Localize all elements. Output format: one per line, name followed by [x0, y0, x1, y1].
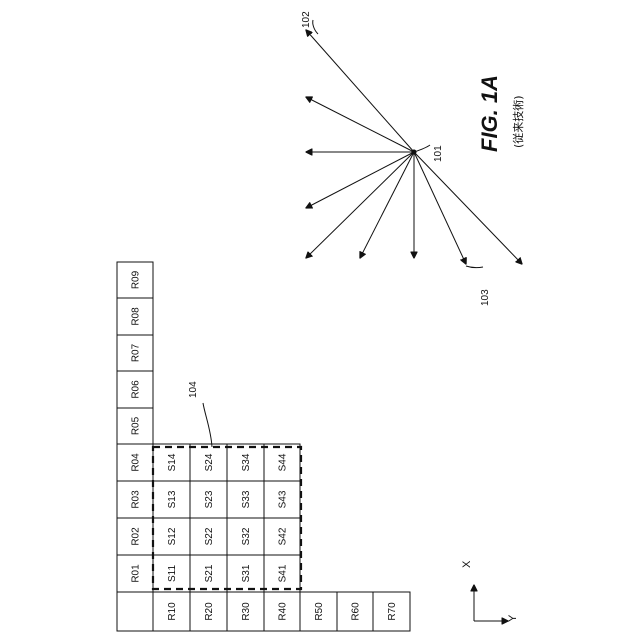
subarray-cell-s34-label: S34: [241, 453, 252, 471]
subarray-cell-s44-label: S44: [278, 453, 289, 471]
region-leader-line: [203, 403, 212, 447]
ray-102-leader: [313, 20, 318, 34]
col-header-r50-label: R50: [314, 602, 325, 621]
figure-title: FIG. 1A: [477, 75, 502, 152]
row-header-r03: R03: [117, 481, 153, 518]
subarray-cell-s41-label: S41: [278, 564, 289, 582]
col-header-r50: R50: [300, 592, 337, 631]
region-ref-label: 104: [188, 381, 199, 398]
subarray-cell-s13: S13: [153, 481, 190, 518]
row-header-r07-label: R07: [131, 343, 142, 362]
subarray-cell-s43-label: S43: [278, 490, 289, 508]
row-header-r08: R08: [117, 298, 153, 335]
col-header-r60: R60: [337, 592, 373, 631]
col-header-r70: R70: [373, 592, 410, 631]
col-header-r60-label: R60: [351, 602, 362, 621]
row-header-r02: R02: [117, 518, 153, 555]
subarray-cell-s41: S41: [264, 555, 300, 592]
row-header-r03-label: R03: [131, 490, 142, 509]
subarray-cell-s14: S14: [153, 444, 190, 481]
row-header-r06-label: R06: [131, 380, 142, 399]
col-header-r20-label: R20: [204, 602, 215, 621]
subarray-cell-s23: S23: [190, 481, 227, 518]
col-header-r40-label: R40: [278, 602, 289, 621]
subarray-cell-s12: S12: [153, 518, 190, 555]
subarray-cell-s22-label: S22: [204, 527, 215, 545]
subarray-cell-s21: S21: [190, 555, 227, 592]
row-header-r04-label: R04: [131, 453, 142, 472]
subarray-cell-s44: S44: [264, 444, 300, 481]
row-header-r05: R05: [117, 408, 153, 444]
x-axis-label: X: [461, 560, 473, 568]
col-header-r30: R30: [227, 592, 264, 631]
subarray-cell-s24-label: S24: [204, 453, 215, 471]
col-header-r30-label: R30: [241, 602, 252, 621]
subarray-cell-s11-label: S11: [167, 565, 178, 582]
corner-cell: [117, 592, 153, 631]
subarray-cell-s23-label: S23: [204, 490, 215, 508]
row-header-r07: R07: [117, 335, 153, 371]
origin-ref-label: 101: [433, 145, 444, 162]
subarray-cell-s32-label: S32: [241, 527, 252, 545]
col-header-r10-label: R10: [167, 602, 178, 621]
subarray-cell-s22: S22: [190, 518, 227, 555]
subarray-cell-s34: S34: [227, 444, 264, 481]
row-header-r05-label: R05: [131, 416, 142, 435]
col-header-r40: R40: [264, 592, 300, 631]
subarray-cell-s21-label: S21: [204, 564, 215, 582]
row-header-r06: R06: [117, 371, 153, 408]
origin-leader-line: [414, 145, 430, 152]
subarray-cell-s11: S11: [153, 555, 190, 592]
col-header-r70-label: R70: [387, 602, 398, 621]
subarray-cell-s33-label: S33: [241, 490, 252, 508]
subarray-cell-s33: S33: [227, 481, 264, 518]
row-header-r02-label: R02: [131, 527, 142, 546]
subarray-cell-s13-label: S13: [167, 490, 178, 508]
subarray-cell-s42-label: S42: [278, 527, 289, 545]
row-header-r09: R09: [117, 262, 153, 298]
subarray-cell-s32: S32: [227, 518, 264, 555]
beam-ray-2: [306, 97, 414, 152]
subarray-cell-s31: S31: [227, 555, 264, 592]
subarray-cell-s14-label: S14: [167, 453, 178, 471]
subarray-cell-s42: S42: [264, 518, 300, 555]
ray-103-leader: [466, 266, 483, 268]
row-header-r08-label: R08: [131, 307, 142, 326]
row-header-r01-label: R01: [131, 564, 142, 583]
beam-ray-5: [306, 152, 414, 258]
subarray-cell-s12-label: S12: [167, 527, 178, 545]
beam-ray-9: [414, 152, 522, 264]
row-header-r09-label: R09: [131, 270, 142, 289]
axis-indicator: X Y: [461, 560, 519, 622]
beam-ray-8: [414, 152, 466, 264]
figure-subtitle: (従来技術): [512, 95, 525, 148]
ray-ref-bottom: 103: [480, 289, 491, 306]
beam-ray-1: [306, 30, 414, 152]
col-header-r10: R10: [153, 592, 190, 631]
beam-ray-4: [306, 152, 414, 208]
col-header-r20: R20: [190, 592, 227, 631]
subarray-cell-s31-label: S31: [241, 564, 252, 582]
subarray-cell-s24: S24: [190, 444, 227, 481]
row-header-r01: R01: [117, 555, 153, 592]
beam-ray-6: [360, 152, 414, 258]
row-header-r04: R04: [117, 444, 153, 481]
y-axis-label: Y: [507, 614, 519, 622]
ray-ref-top: 102: [301, 11, 312, 28]
subarray-cell-s43: S43: [264, 481, 300, 518]
